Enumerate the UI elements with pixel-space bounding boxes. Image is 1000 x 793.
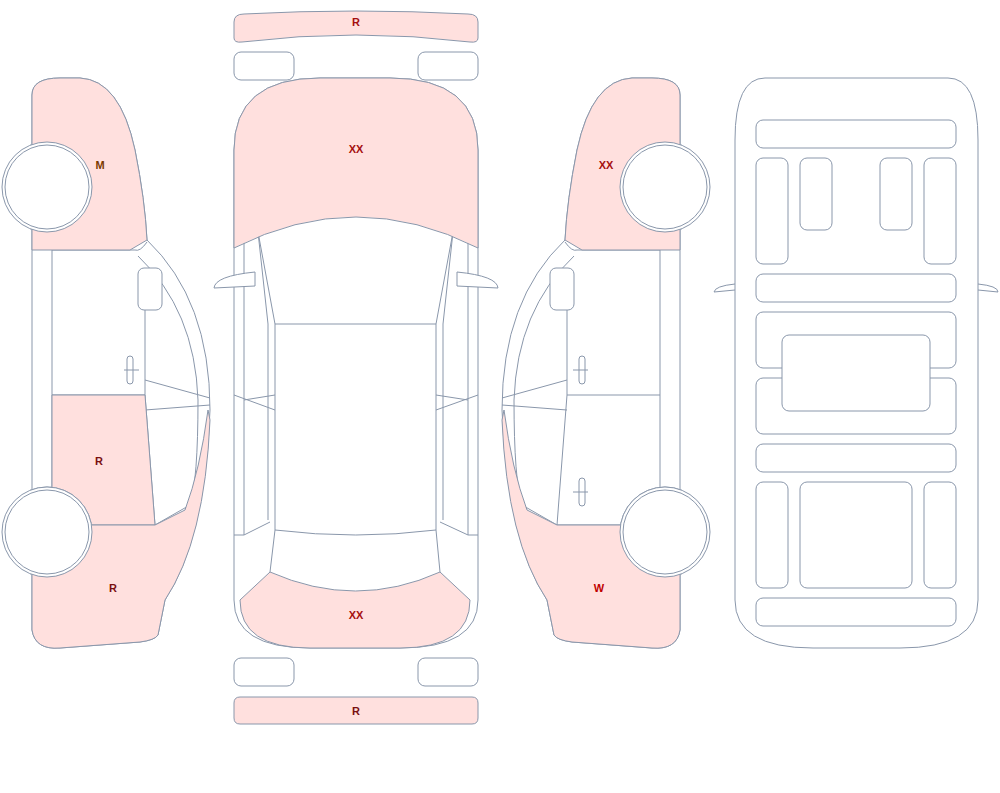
right-front-fender-panel: XX (560, 76, 682, 252)
panel-shape (30, 400, 212, 652)
damage-code: R (352, 16, 360, 28)
label-wrap: W (594, 578, 604, 596)
damage-code: XX (349, 609, 364, 621)
damage-code: XX (349, 143, 364, 155)
damage-code: R (95, 455, 103, 467)
damage-code: M (95, 159, 104, 171)
label-wrap: R (109, 578, 117, 596)
damage-code: R (352, 705, 360, 717)
label-wrap: R (95, 451, 103, 469)
panel-shape (560, 76, 682, 252)
hood-panel: XX (232, 76, 480, 250)
label-wrap: XX (349, 139, 364, 157)
damage-code: R (109, 582, 117, 594)
panel-shape (30, 76, 152, 252)
label-wrap: XX (599, 155, 614, 173)
left-front-fender-panel: M (30, 76, 152, 252)
damage-code: XX (599, 159, 614, 171)
damage-code: W (594, 582, 604, 594)
panel-shape (232, 76, 480, 250)
label-wrap: XX (349, 605, 364, 623)
right-rear-quarter-panel: W (500, 400, 682, 652)
front-bumper-panel: R (232, 6, 480, 46)
rear-bumper-panel: R (232, 695, 480, 726)
left-rear-quarter-panel: R (30, 400, 212, 652)
label-wrap: R (352, 701, 360, 719)
panel-shape (500, 400, 682, 652)
trunk-panel: XX (238, 568, 474, 650)
label-wrap: R (352, 12, 360, 30)
label-wrap: M (95, 155, 104, 173)
